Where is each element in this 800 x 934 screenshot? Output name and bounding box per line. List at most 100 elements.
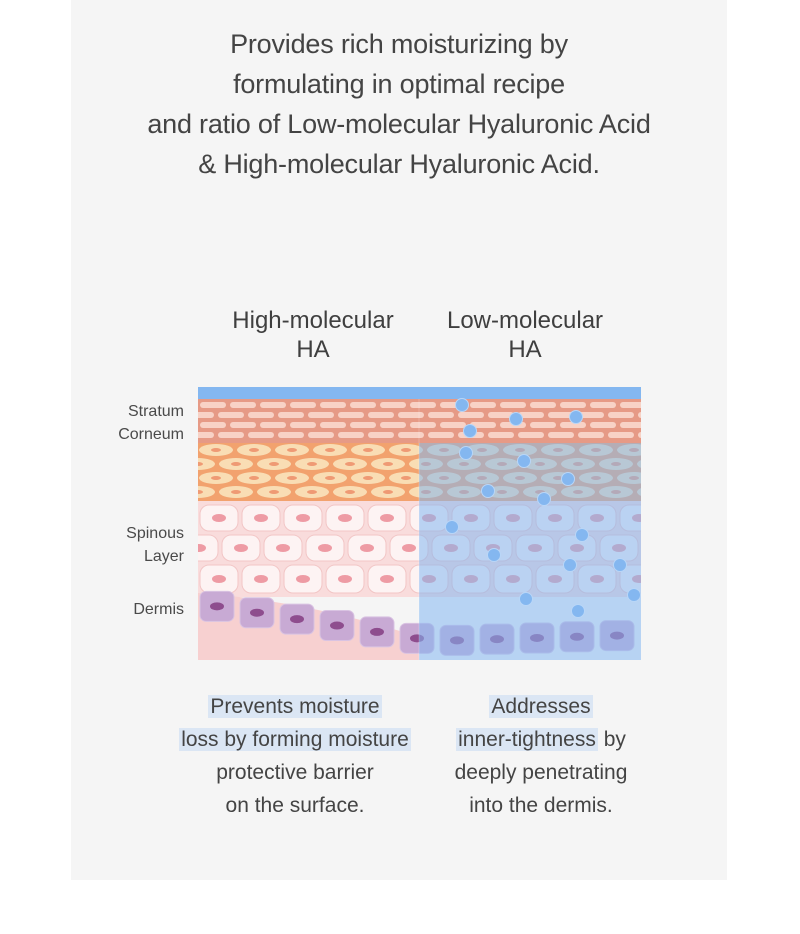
cell-nucleus [345,462,355,466]
corneum-cell [278,412,304,418]
skin-layers-illustration [198,387,641,660]
cell-nucleus [269,490,279,494]
corneum-cell [398,412,424,418]
caption-highlight: Prevents moisture [208,695,382,718]
corneum-cell [338,432,364,438]
caption-highlight: inner-tightness [456,728,598,751]
hyaluronic-acid-droplet [563,558,577,572]
cell-nucleus [338,575,352,583]
hyaluronic-acid-droplet [569,410,583,424]
corneum-cell [230,422,256,428]
caption-line: into the dermis. [469,794,613,817]
cell-nucleus [198,462,203,466]
cell-nucleus [345,490,355,494]
corneum-cell [218,432,244,438]
caption-text: by [597,728,626,751]
cell-nucleus [380,514,394,522]
caption-highlight: Addresses [489,695,593,718]
corneum-cell [308,432,334,438]
cell-nucleus [307,490,317,494]
corneum-cell [560,422,586,428]
cell-nucleus [198,490,203,494]
cell-nucleus [212,575,226,583]
hyaluronic-acid-droplet [481,484,495,498]
hyaluronic-acid-droplet [455,398,469,412]
cell-nucleus [234,544,248,552]
caption-line: Addresses [425,690,657,723]
corneum-cell [608,412,634,418]
cell-nucleus [325,448,335,452]
corneum-cell [560,402,586,408]
corneum-cell [470,422,496,428]
cell-nucleus [360,544,374,552]
cell-nucleus [401,448,411,452]
corneum-cell [518,432,544,438]
caption-highlight: loss by forming moisture [179,728,411,751]
corneum-cell [578,412,604,418]
cell-nucleus [383,462,393,466]
corneum-cell [500,402,526,408]
label-line: Spinous [126,525,184,542]
granular-cell [198,458,215,470]
corneum-cell [620,422,641,428]
corneum-cell [380,402,406,408]
corneum-cell [590,422,616,428]
corneum-cell [368,412,394,418]
headline-line: & High-molecular Hyaluronic Acid. [198,149,600,179]
title-line: High-molecular [232,307,394,334]
corneum-cell [398,432,424,438]
cell-nucleus [254,514,268,522]
corneum-cell [230,402,256,408]
caption-line: protective barrier [216,761,374,784]
corneum-cell [248,432,274,438]
corneum-cell [458,412,484,418]
headline-line: formulating in optimal recipe [233,69,565,99]
cell-nucleus [380,575,394,583]
hyaluronic-acid-droplet [487,548,501,562]
cell-nucleus [325,476,335,480]
corneum-cell [248,412,274,418]
headline-line: and ratio of Low-molecular Hyaluronic Ac… [147,109,651,139]
caption-line: Prevents moisture [165,690,425,723]
hyaluronic-acid-droplet [575,528,589,542]
corneum-cell [530,402,556,408]
corneum-cell [608,432,634,438]
cell-nucleus [370,627,384,636]
spinous-cell [198,534,219,562]
cell-nucleus [249,476,259,480]
corneum-cell [260,422,286,428]
cell-nucleus [254,575,268,583]
hyaluronic-acid-droplet [613,558,627,572]
cell-nucleus [363,448,373,452]
cell-nucleus [307,462,317,466]
corneum-cell [470,402,496,408]
corneum-cell [380,422,406,428]
hyaluronic-acid-droplet [463,424,477,438]
title-line: Low-molecular [446,307,604,334]
caption-line: deeply penetrating [454,761,628,784]
cell-nucleus [212,514,226,522]
high-molecular-caption: Prevents moisture loss by forming moistu… [165,690,425,822]
corneum-cell [308,412,334,418]
cell-nucleus [330,621,344,630]
headline: Provides rich moisturizing by formulatin… [71,24,727,184]
corneum-cell [440,422,466,428]
high-molecular-title: High-molecular HA [203,306,423,364]
caption-line: on the surface. [225,794,365,817]
headline-line: Provides rich moisturizing by [230,29,568,59]
cell-nucleus [211,476,221,480]
corneum-cell [290,402,316,408]
corneum-cell [200,422,226,428]
corneum-cell [638,432,641,438]
title-line: HA [508,336,542,363]
layer-label-stratum-corneum: Stratum Corneum [118,400,184,446]
hyaluronic-acid-droplet [571,604,585,618]
corneum-cell [290,422,316,428]
label-line: Corneum [118,426,184,443]
label-line: Stratum [127,403,184,420]
caption-line: inner-tightness by [425,723,657,756]
corneum-cell [590,402,616,408]
layer-label-spinous-layer: Spinous Layer [126,522,184,568]
corneum-cell [428,432,454,438]
corneum-cell [410,402,436,408]
